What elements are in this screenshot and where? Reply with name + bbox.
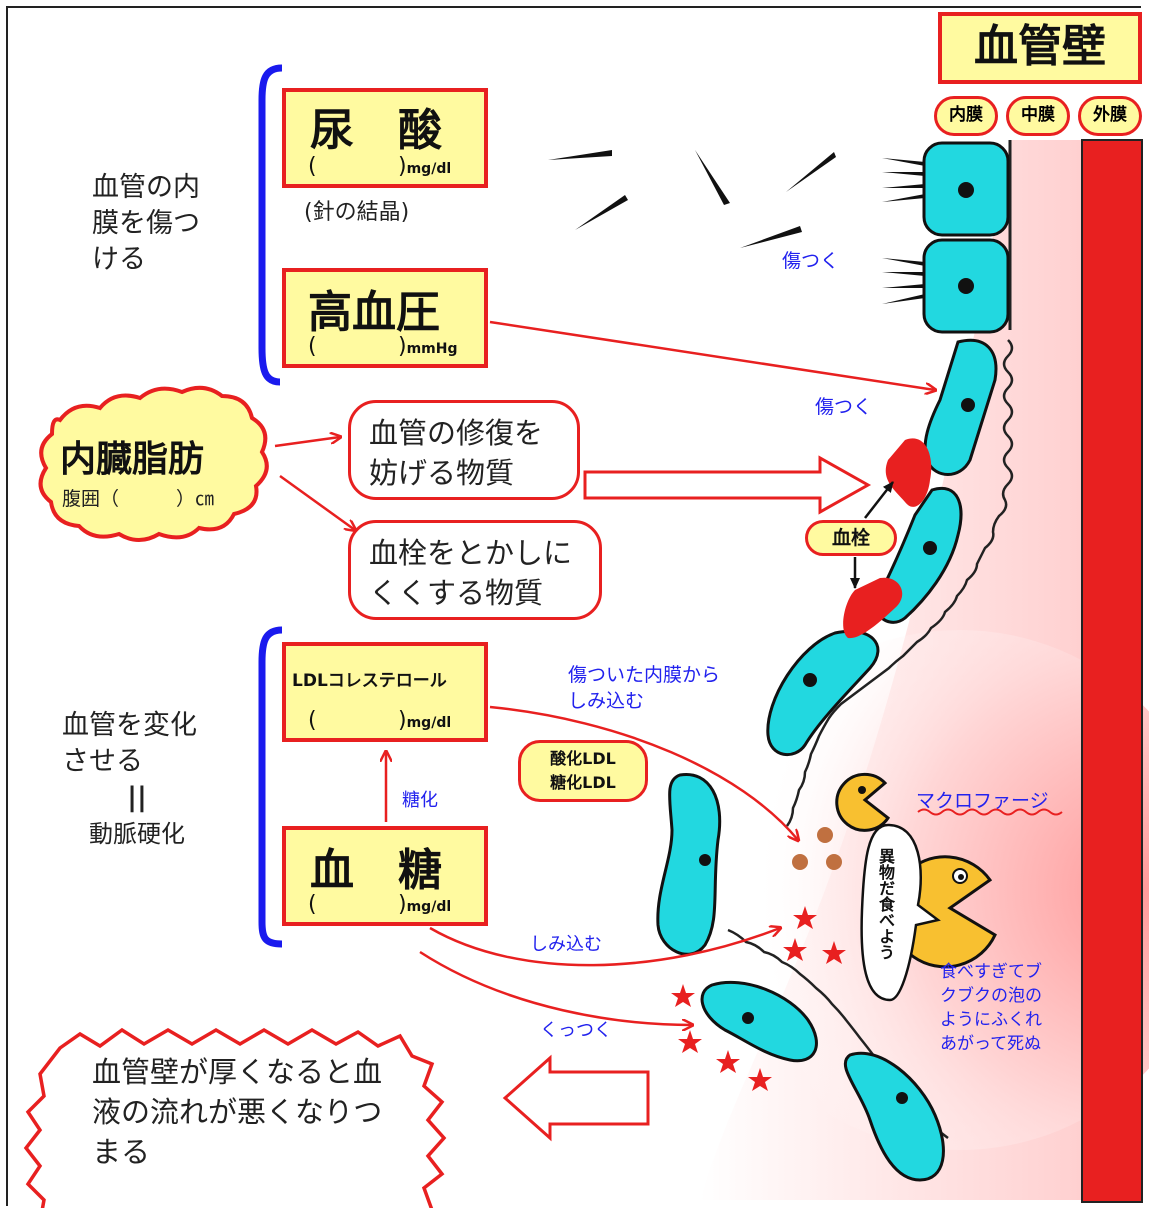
uric-acid-box: 尿 酸 ( )mg/dl bbox=[282, 88, 488, 188]
text-line: 食べすぎてブ bbox=[940, 962, 1042, 982]
repair-inhibitor-bubble: 血管の修復を 妨げる物質 bbox=[348, 400, 580, 500]
star bbox=[822, 941, 846, 964]
text-line: 糖化LDL bbox=[550, 773, 616, 792]
frame bbox=[6, 6, 1141, 1206]
stars bbox=[671, 906, 846, 1091]
damage-spikes bbox=[882, 158, 925, 304]
text-line: 血管の内 bbox=[92, 172, 200, 203]
star bbox=[793, 906, 817, 929]
speech-bubble bbox=[860, 823, 941, 1002]
paren-open: ( bbox=[308, 708, 317, 733]
paren-open: ( bbox=[308, 154, 317, 179]
needle-crystals bbox=[548, 150, 836, 248]
unit: mmHg bbox=[406, 341, 458, 357]
paren-close: ) bbox=[398, 154, 407, 179]
elastic-lamina bbox=[785, 339, 1014, 827]
paren-close: ) bbox=[398, 708, 407, 733]
text-line: 血栓をとかしに bbox=[369, 536, 573, 570]
unit: mg/dl bbox=[406, 715, 452, 731]
text-line: 酸化LDL bbox=[550, 749, 616, 768]
thrombus-shape bbox=[843, 577, 903, 639]
visceral-fat-label: 内臓脂肪 bbox=[60, 439, 205, 480]
blood-pressure-label: 高血圧 bbox=[308, 287, 440, 338]
text-line: しみ込む bbox=[568, 690, 645, 712]
thrombus-label: 血栓 bbox=[805, 520, 897, 556]
unit: mg/dl bbox=[406, 161, 452, 177]
title-box: 血管壁 bbox=[938, 12, 1142, 84]
brace-bottom bbox=[258, 626, 283, 948]
ldl-box: LDLコレステロール ( )mg/dl bbox=[282, 642, 488, 742]
macrophage-label: マクロファージ bbox=[916, 790, 1049, 812]
layer-media: 中膜 bbox=[1006, 96, 1070, 136]
blood-sugar-box: 血 糖 ( )mg/dl bbox=[282, 826, 488, 926]
text-line: 動脈硬化 bbox=[89, 820, 185, 848]
uric-acid-label: 尿 酸 bbox=[310, 105, 442, 156]
macrophage-small bbox=[835, 772, 891, 832]
layer-adventitia: 外膜 bbox=[1078, 96, 1142, 136]
text-line: 液の流れが悪くなりつ bbox=[92, 1095, 383, 1129]
change-label: 血管を変化 させる || 動脈硬化 bbox=[62, 708, 212, 852]
text-line: クブクの泡の bbox=[940, 986, 1042, 1006]
text-line: 血管を変化 bbox=[62, 710, 197, 741]
text-line: あがって死ぬ bbox=[940, 1034, 1042, 1054]
damage-label: 血管の内 膜を傷つ ける bbox=[92, 170, 200, 278]
paren-open: ( bbox=[308, 334, 317, 359]
text-line: ようにふくれ bbox=[940, 1010, 1042, 1030]
blood-sugar-label: 血 糖 bbox=[310, 845, 442, 896]
eat-speech: 異物だ食べよう bbox=[876, 848, 895, 960]
text-line: 妨げる物質 bbox=[369, 456, 515, 490]
jagged-bubble bbox=[23, 1027, 447, 1208]
paren-open: ( bbox=[308, 892, 317, 917]
brace-top bbox=[258, 64, 283, 386]
layer-intima: 内膜 bbox=[934, 96, 998, 136]
thrombus-shape bbox=[885, 438, 932, 507]
cell bbox=[843, 1051, 945, 1182]
oxidized-ldl-label: 酸化LDL 糖化LDL bbox=[518, 740, 648, 802]
cloud-shape bbox=[38, 385, 269, 542]
text-line: ける bbox=[92, 244, 146, 275]
adventitia-layer bbox=[1081, 139, 1143, 1203]
cell bbox=[700, 980, 818, 1063]
burst-label: 食べすぎてブ クブクの泡の ようにふくれ あがって死ぬ bbox=[940, 960, 1042, 1056]
text-line: させる bbox=[62, 746, 143, 777]
unit: mg/dl bbox=[406, 899, 452, 915]
glycation-label: 糖化 bbox=[402, 790, 438, 811]
text-line: 傷ついた内膜から bbox=[568, 664, 721, 686]
paren-close: ) bbox=[398, 334, 407, 359]
seep-label: しみ込む bbox=[530, 934, 602, 955]
text-line: まる bbox=[92, 1135, 151, 1169]
text-line: 血管の修復を bbox=[369, 416, 544, 450]
text-line: 血管壁が厚くなると血 bbox=[92, 1055, 383, 1089]
cell bbox=[923, 338, 998, 476]
star bbox=[748, 1068, 772, 1091]
page-title: 血管壁 bbox=[974, 21, 1106, 72]
ldl-label: LDLコレステロール bbox=[292, 671, 447, 691]
text-line: || bbox=[127, 782, 147, 813]
star bbox=[783, 938, 807, 961]
text-line: 膜を傷つ bbox=[92, 208, 200, 239]
paren-close: ) bbox=[398, 892, 407, 917]
hurt-label-2: 傷つく bbox=[815, 396, 873, 418]
star bbox=[671, 984, 695, 1007]
text-line: くくする物質 bbox=[369, 576, 544, 610]
cell bbox=[656, 772, 722, 956]
uric-acid-note: (針の結晶) bbox=[304, 200, 410, 225]
star bbox=[716, 1050, 740, 1073]
hurt-label-1: 傷つく bbox=[782, 250, 840, 272]
star bbox=[678, 1030, 702, 1053]
clot-substance-bubble: 血栓をとかしに くくする物質 bbox=[348, 520, 602, 620]
conclusion-text: 血管壁が厚くなると血 液の流れが悪くなりつ まる bbox=[92, 1052, 382, 1172]
blood-pressure-box: 高血圧 ( )mmHg bbox=[282, 268, 488, 368]
stick-label: くっつく bbox=[540, 1020, 612, 1041]
ldl-particles bbox=[792, 827, 842, 870]
cell bbox=[766, 629, 880, 757]
hollow-arrow-right bbox=[583, 455, 872, 515]
hollow-arrow-left bbox=[502, 1054, 650, 1142]
waist-line: 腹囲（ ）㎝ bbox=[62, 488, 215, 510]
seep-damaged-label: 傷ついた内膜から しみ込む bbox=[568, 662, 720, 714]
